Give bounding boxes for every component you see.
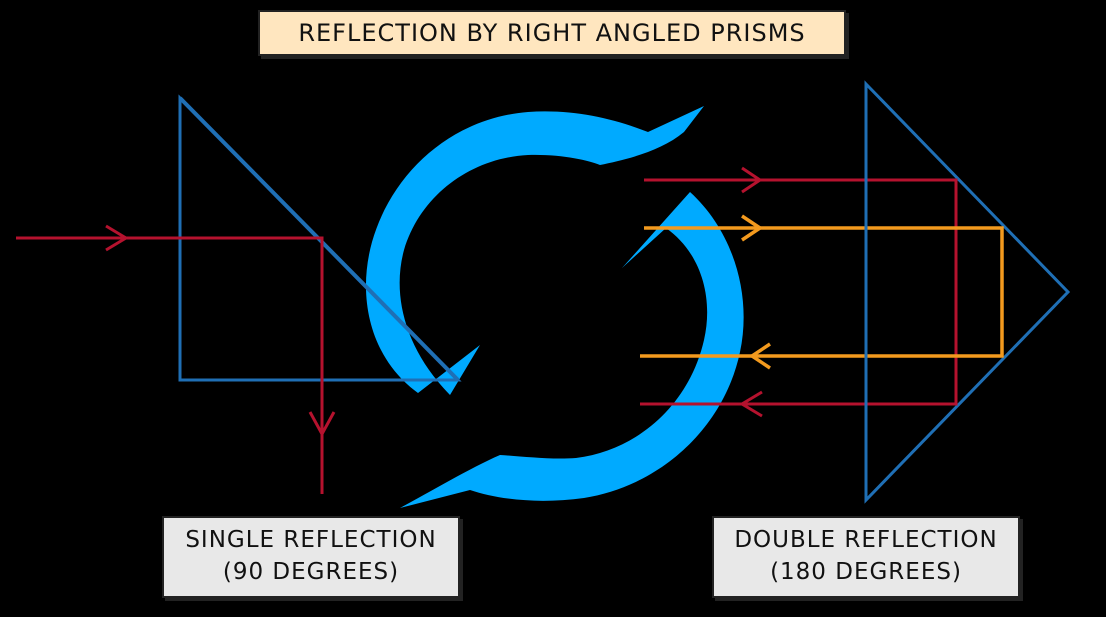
inner-ray-path: [640, 226, 1004, 358]
double-reflection-ray-outer: [640, 166, 958, 418]
cycle-arrow-upper: [365, 106, 704, 395]
outer-ray-arrowhead-left-icon: [739, 390, 763, 418]
incident-ray: [16, 236, 324, 494]
cycle-arrows-icon: [365, 106, 744, 508]
single-caption-line-1: SINGLE REFLECTION: [185, 527, 437, 553]
outer-ray-arrowhead-right-icon: [741, 166, 763, 194]
single-caption-line-2: (90 DEGREES): [222, 559, 400, 585]
single-reflection-ray: [16, 224, 336, 494]
outer-ray-path: [640, 178, 958, 406]
right-angle-prism-right: [864, 80, 1071, 504]
cycle-arrow-lower: [400, 192, 744, 508]
double-caption-line-1: DOUBLE REFLECTION: [734, 527, 998, 553]
single-reflection-caption: SINGLE REFLECTION (90 DEGREES): [162, 516, 460, 598]
ray-arrowhead-down-icon: [308, 411, 336, 438]
double-reflection-caption: DOUBLE REFLECTION (180 DEGREES): [712, 516, 1020, 598]
double-caption-line-2: (180 DEGREES): [770, 559, 962, 585]
inner-ray-arrowhead-right-icon: [741, 214, 764, 242]
ray-arrowhead-right-icon: [105, 224, 129, 252]
double-reflection-ray-inner: [640, 214, 1004, 370]
inner-ray-arrowhead-left-icon: [748, 342, 771, 370]
diagram-title: REFLECTION BY RIGHT ANGLED PRISMS: [258, 10, 846, 56]
double-reflection-prism: [864, 80, 1071, 504]
title-text: REFLECTION BY RIGHT ANGLED PRISMS: [298, 19, 806, 47]
